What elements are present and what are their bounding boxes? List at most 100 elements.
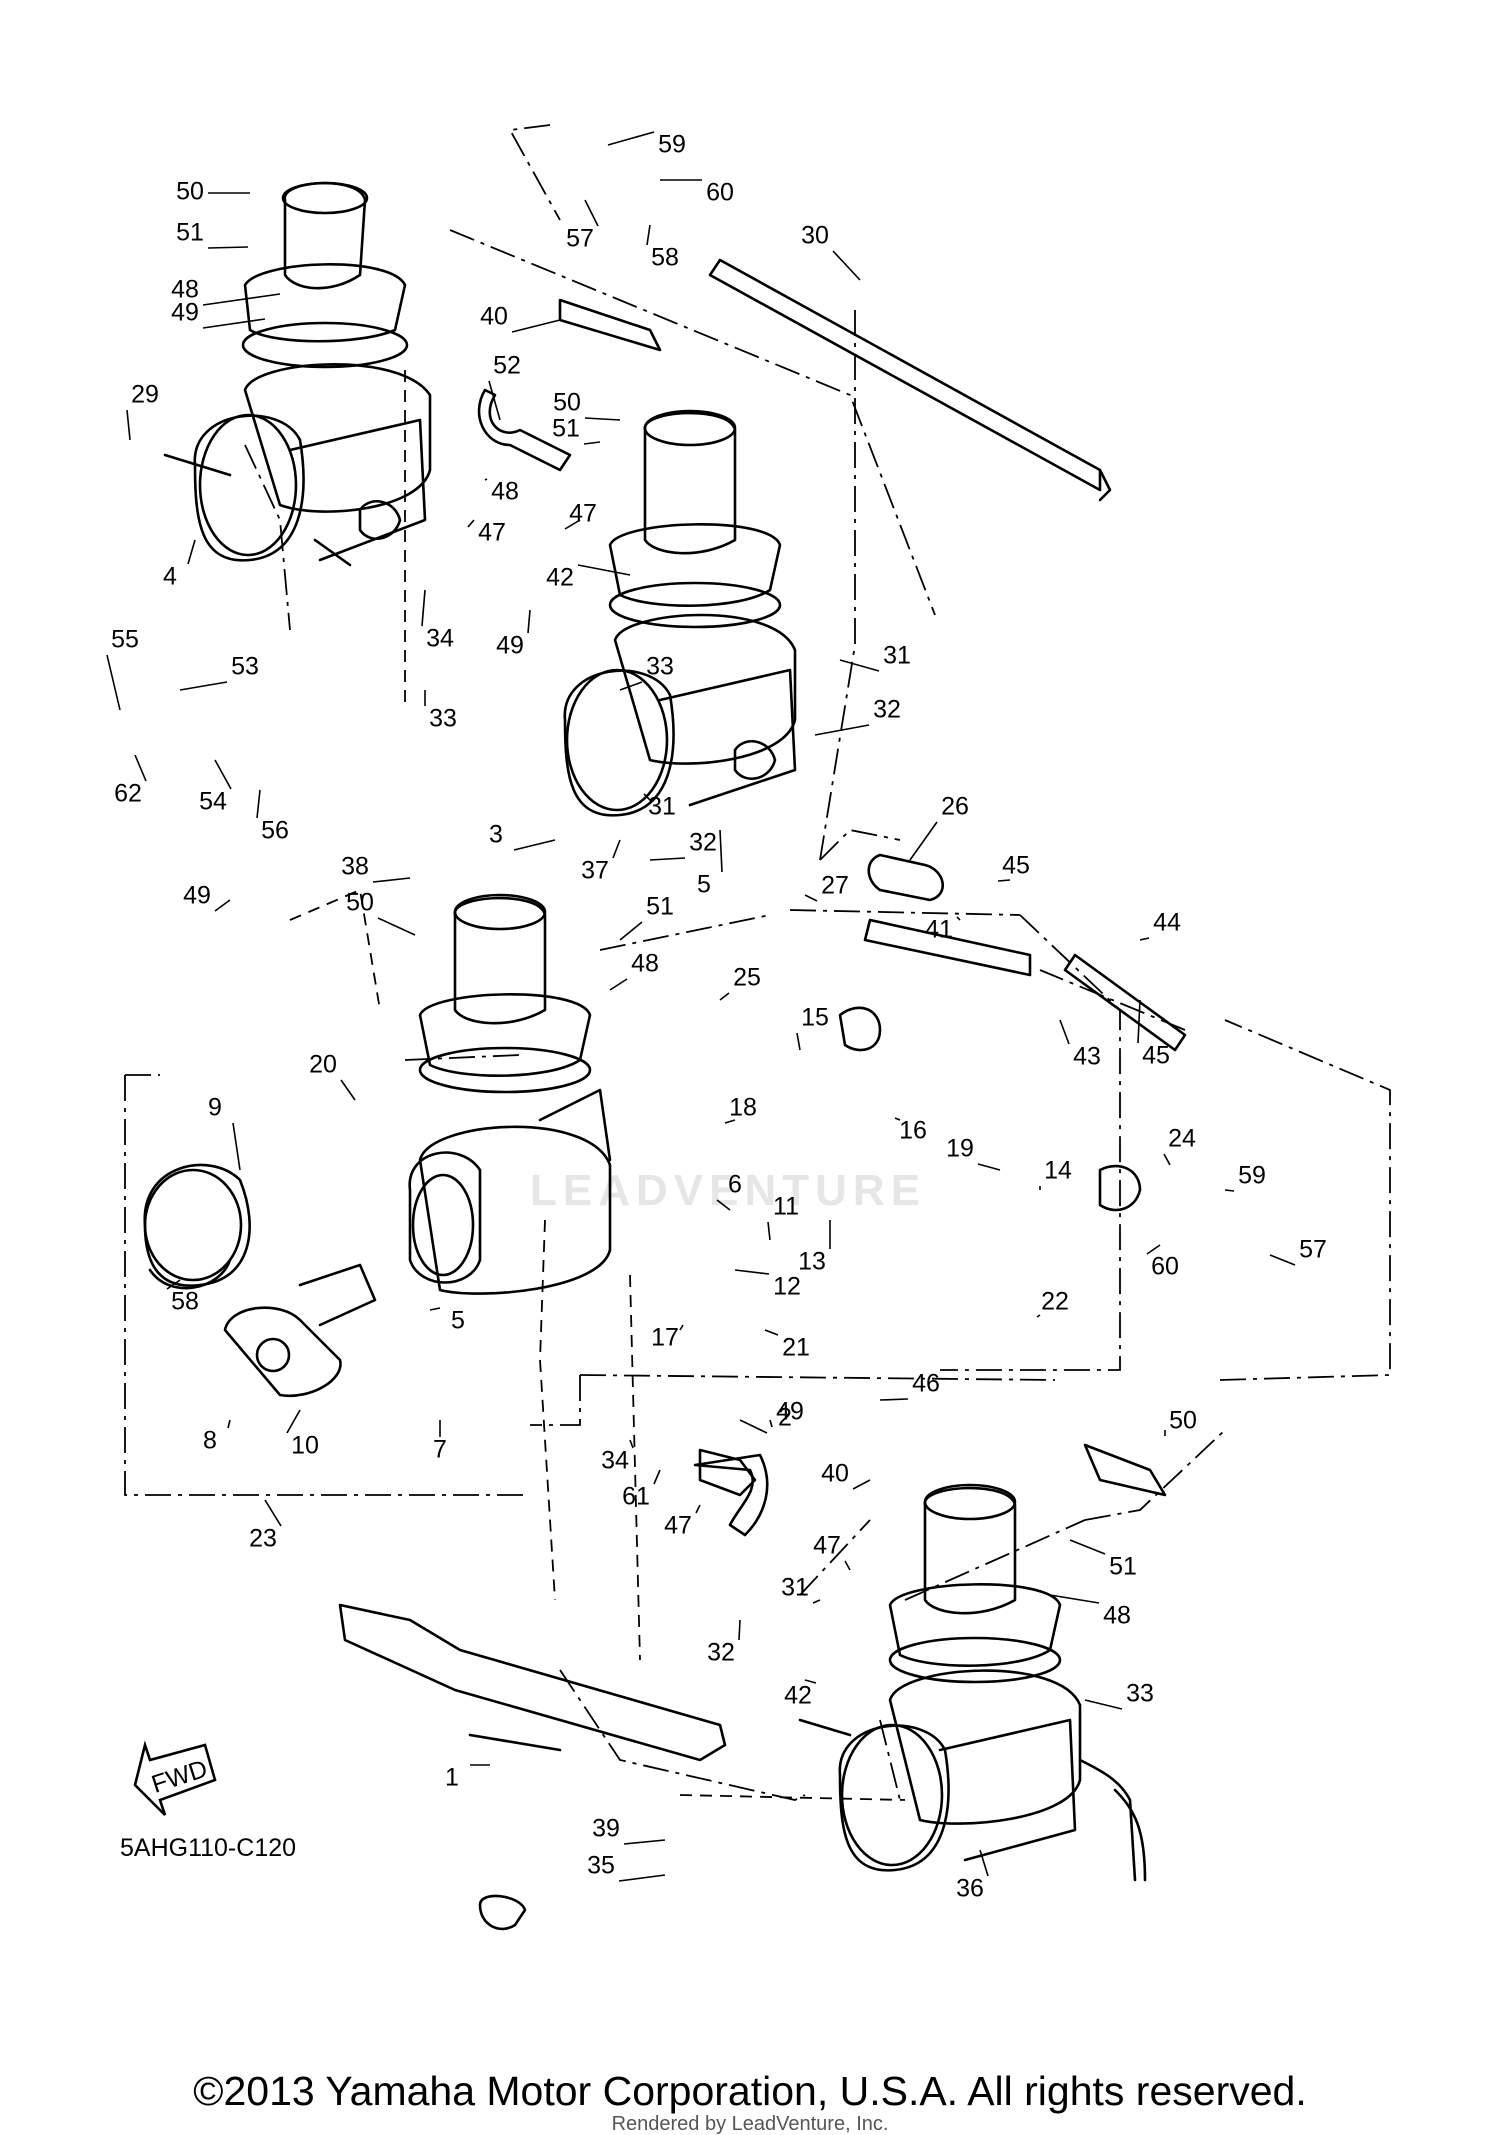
callout-number: 49 [183, 882, 211, 910]
assembly-boundary-lines [124, 124, 1391, 1801]
leader-line [894, 1117, 901, 1121]
callout-number: 40 [821, 1460, 849, 1488]
callout-number: 19 [946, 1135, 974, 1163]
leader-line [646, 224, 651, 246]
callout-number: 2 [778, 1404, 792, 1432]
hoses-and-fittings [477, 298, 1187, 1537]
callout-number: 3 [489, 821, 503, 849]
leader-line [739, 1419, 768, 1434]
leader-line [166, 1279, 181, 1290]
leader-line [609, 978, 628, 991]
leader-line [767, 1221, 771, 1241]
carburetor-center [143, 893, 612, 1398]
leader-line [804, 894, 818, 902]
callout-number: 27 [821, 872, 849, 900]
leader-line [467, 519, 475, 528]
leader-line [577, 564, 631, 576]
leader-line [653, 1469, 661, 1485]
leader-line [618, 1874, 666, 1882]
callout-number: 53 [231, 653, 259, 681]
callout-number: 23 [249, 1525, 277, 1553]
callout-number: 50 [1169, 1407, 1197, 1435]
leader-line [584, 417, 621, 421]
callout-number: 33 [429, 705, 457, 733]
forward-arrow: FWD [133, 1740, 217, 1816]
callout-number: 44 [1153, 909, 1181, 937]
leader-line [584, 199, 599, 227]
callout-number: 58 [651, 244, 679, 272]
callout-number: 32 [689, 829, 717, 857]
leader-line [619, 921, 643, 941]
leader-line [207, 246, 249, 249]
leader-line [511, 319, 561, 333]
leader-line [844, 1560, 851, 1571]
callout-number: 26 [941, 793, 969, 821]
leader-line [612, 839, 621, 859]
callout-number: 33 [646, 653, 674, 681]
callout-number: 47 [664, 1512, 692, 1540]
callout-number: 45 [1142, 1042, 1170, 1070]
leader-lines [106, 131, 1296, 1882]
callout-number: 13 [798, 1248, 826, 1276]
leader-line [256, 789, 261, 819]
callout-number: 18 [729, 1094, 757, 1122]
leader-line [421, 589, 426, 627]
callout-number: 52 [493, 352, 521, 380]
callout-number: 8 [203, 1427, 217, 1455]
callout-number: 50 [553, 389, 581, 417]
leader-line [832, 250, 861, 281]
callout-number: 50 [346, 889, 374, 917]
callout-number: 5 [697, 871, 711, 899]
leader-line [187, 539, 196, 565]
callout-number: 15 [801, 1004, 829, 1032]
callout-number: 40 [480, 303, 508, 331]
callout-number: 34 [601, 1447, 629, 1475]
callout-number: 36 [956, 1875, 984, 1903]
callout-number: 29 [131, 381, 159, 409]
carburetor-lower-right [798, 1483, 1147, 1882]
callout-number: 46 [912, 1370, 940, 1398]
leader-line [1137, 999, 1141, 1044]
leader-line [607, 131, 655, 146]
leader-line [764, 1329, 779, 1336]
callout-number: 7 [433, 1436, 447, 1464]
callout-number: 58 [171, 1288, 199, 1316]
leader-line [1224, 1189, 1235, 1192]
callout-number: 41 [925, 916, 953, 944]
leader-line [814, 724, 870, 736]
leader-line [227, 1419, 231, 1429]
callout-number: 55 [111, 626, 139, 654]
callout-number: 20 [309, 1051, 337, 1079]
callout-number: 9 [208, 1094, 222, 1122]
leader-line [1139, 937, 1150, 941]
leader-line [1069, 1539, 1106, 1555]
leader-line [134, 754, 147, 782]
leader-line [716, 1199, 731, 1211]
callout-number: 25 [733, 964, 761, 992]
leader-line [979, 1849, 989, 1877]
leader-line [839, 659, 880, 672]
callout-number: 60 [1151, 1253, 1179, 1281]
callout-number: 35 [587, 1852, 615, 1880]
leader-line [679, 1324, 684, 1331]
leader-line [1146, 1244, 1161, 1255]
throttle-bar [708, 258, 1112, 502]
callout-number: 31 [883, 642, 911, 670]
callout-number: 5 [451, 1307, 465, 1335]
leader-line [1269, 1254, 1296, 1266]
leader-line [977, 1163, 1001, 1171]
leader-line [619, 681, 643, 691]
leader-line [879, 1398, 909, 1401]
leader-line [232, 1122, 241, 1171]
callout-number: 62 [114, 780, 142, 808]
callout-number: 24 [1168, 1125, 1196, 1153]
leader-line [340, 1079, 356, 1101]
leader-line [804, 1679, 817, 1684]
callout-number: 12 [773, 1273, 801, 1301]
callout-number: 45 [1002, 852, 1030, 880]
leader-line [769, 1419, 773, 1428]
callout-number: 42 [546, 564, 574, 592]
callout-number: 14 [1044, 1157, 1072, 1185]
leader-line [179, 681, 228, 691]
